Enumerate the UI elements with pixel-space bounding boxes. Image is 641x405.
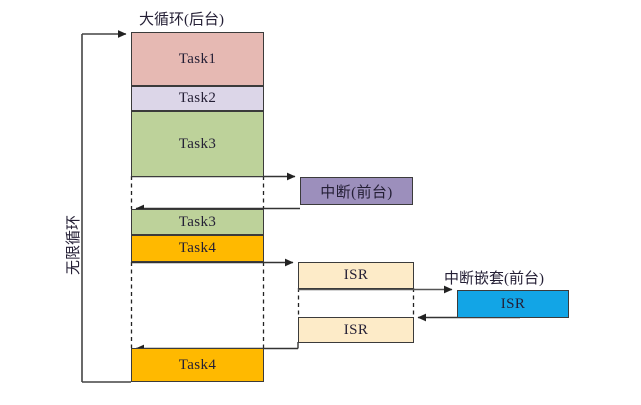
block-task4-second[interactable]: Task4 [131,348,264,382]
block-task2[interactable]: Task2 [131,86,264,111]
block-interrupt-foreground[interactable]: 中断(前台) [300,177,413,205]
infinite-loop-bracket [81,30,131,383]
block-isr-nested[interactable]: ISR [457,290,569,318]
background-column-title: 大循环(后台) [139,12,224,28]
block-isr-first[interactable]: ISR [298,262,414,289]
block-isr-second[interactable]: ISR [298,317,414,343]
block-task1[interactable]: Task1 [131,32,264,86]
dashed-timeline-guides [130,176,415,348]
block-task3-second[interactable]: Task3 [131,209,264,235]
infinite-loop-label: 无限循环 [66,214,82,275]
block-task4-first[interactable]: Task4 [131,235,264,262]
block-task3-first[interactable]: Task3 [131,111,264,177]
nested-interrupt-title: 中断嵌套(前台) [444,271,544,287]
